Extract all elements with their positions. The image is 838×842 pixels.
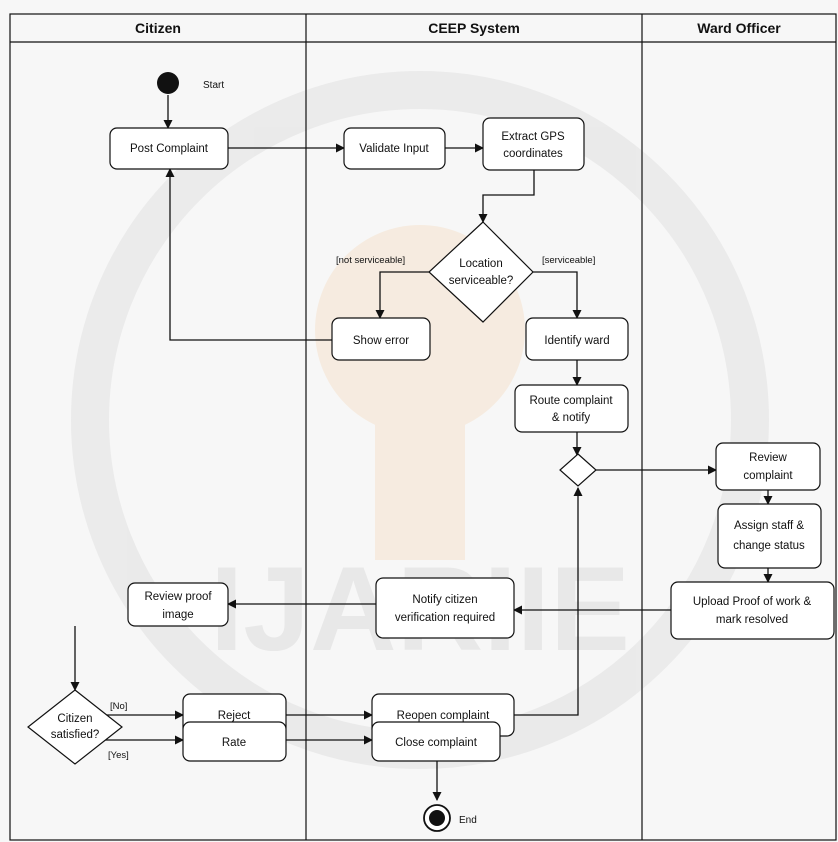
node-review-complaint: Review complaint [715, 442, 821, 491]
lane-frame [9, 13, 837, 841]
svg-text:Extract GPS: Extract GPS [501, 131, 565, 143]
node-review-proof: Review proof image [127, 582, 229, 627]
svg-text:Validate Input: Validate Input [359, 143, 429, 155]
svg-text:Upload Proof of work &: Upload Proof of work & [693, 596, 812, 608]
node-extract-gps: Extract GPS coordinates [482, 117, 585, 171]
node-close-complaint: Close complaint [371, 721, 501, 762]
svg-text:& notify: & notify [552, 412, 591, 424]
svg-text:Close complaint: Close complaint [395, 737, 478, 749]
end-label: End [459, 815, 477, 826]
edge-showerror-post [165, 168, 332, 341]
svg-text:Post Complaint: Post Complaint [130, 143, 209, 155]
start-label: Start [203, 80, 224, 91]
node-rate-box: Rate [182, 721, 287, 762]
lane-title-ceep: CEEP System [428, 20, 520, 36]
edge-reopen-merge [514, 487, 583, 716]
edge-decision-identify [533, 271, 582, 319]
svg-text:mark resolved: mark resolved [716, 614, 788, 626]
svg-text:Identify ward: Identify ward [544, 335, 609, 347]
node-post-complaint: Post Complaint [109, 127, 229, 170]
svg-text:Notify citizen: Notify citizen [412, 594, 477, 606]
guard-not-serviceable: [not serviceable] [336, 255, 405, 266]
watermark: IJARIIE [71, 71, 769, 769]
svg-text:verification required: verification required [395, 612, 495, 624]
svg-text:change status: change status [733, 540, 805, 552]
edge-decision-showerror [375, 271, 429, 319]
svg-text:satisfied?: satisfied? [51, 729, 100, 741]
svg-text:Review proof: Review proof [144, 591, 212, 603]
guard-yes: [Yes] [108, 750, 129, 761]
node-citizen-satisfied: Citizen satisfied? [27, 689, 123, 765]
svg-text:Citizen: Citizen [57, 713, 92, 725]
node-route-complaint: Route complaint & notify [514, 384, 629, 433]
svg-text:Location: Location [459, 258, 502, 270]
svg-text:Route complaint: Route complaint [529, 395, 613, 407]
end-node: End [423, 804, 477, 832]
lane-title-ward-officer: Ward Officer [697, 20, 781, 36]
svg-text:serviceable?: serviceable? [449, 275, 514, 287]
svg-text:Assign staff &: Assign staff & [734, 520, 804, 532]
node-notify-citizen: Notify citizen verification required [375, 577, 515, 639]
svg-text:Show error: Show error [353, 335, 409, 347]
svg-text:Rate: Rate [222, 737, 246, 749]
lane-title-citizen: Citizen [135, 20, 181, 36]
node-identify-ward: Identify ward [525, 317, 629, 361]
guard-no: [No] [110, 701, 127, 712]
merge-node [559, 453, 597, 487]
node-show-error: Show error [331, 317, 431, 361]
swimlanes: Citizen CEEP System Ward Officer [9, 13, 837, 841]
node-location-serviceable: Location serviceable? [428, 221, 534, 323]
svg-text:image: image [162, 609, 193, 621]
svg-text:Review: Review [749, 452, 787, 464]
guard-serviceable: [serviceable] [542, 255, 595, 266]
svg-text:Reopen complaint: Reopen complaint [397, 710, 491, 722]
svg-text:coordinates: coordinates [503, 148, 563, 160]
svg-text:Reject: Reject [218, 710, 251, 722]
node-upload-proof: Upload Proof of work & mark resolved [670, 581, 835, 640]
node-validate-input: Validate Input [343, 127, 446, 170]
start-node: Start [157, 72, 224, 94]
node-assign-staff: Assign staff & change status [717, 503, 822, 569]
svg-text:complaint: complaint [743, 470, 793, 482]
edge-extract-decision [478, 170, 535, 223]
